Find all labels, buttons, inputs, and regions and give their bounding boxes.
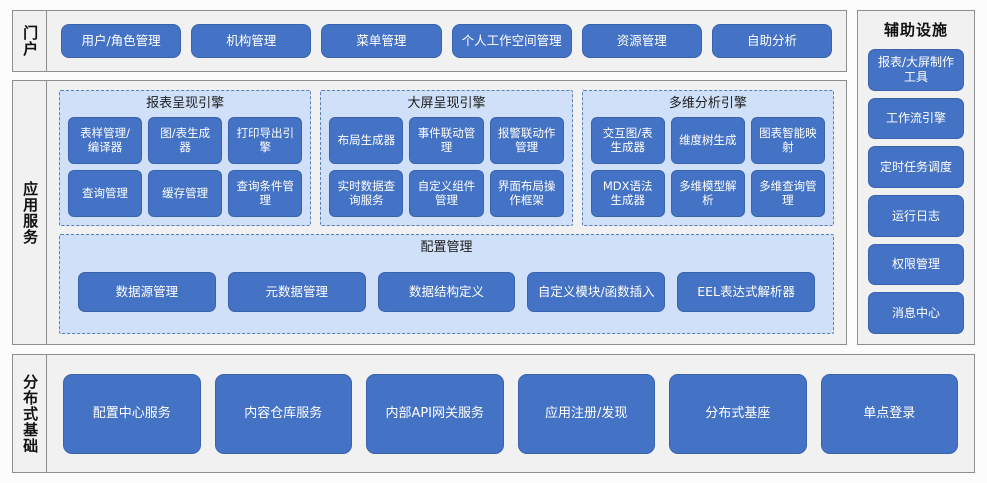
aux-item-message-center[interactable]: 消息中心 [868, 292, 964, 335]
engine-item-cache-management[interactable]: 缓存管理 [148, 169, 223, 217]
engine-item-realtime-data-query-service[interactable]: 实时数据查询服务 [329, 169, 404, 217]
base-item-single-sign-on[interactable]: 单点登录 [820, 373, 958, 454]
engine-group-title: 多维分析引擎 [668, 96, 747, 111]
config-item-datasource-management[interactable]: 数据源管理 [78, 271, 216, 312]
application-services-section-label: 应用服务 [13, 81, 47, 345]
config-item-list: 数据源管理 元数据管理 数据结构定义 自定义模块/函数插入 EEL表达式解析器 [70, 260, 823, 323]
engine-group-bigscreen-rendering: 大屏呈现引擎 布局生成器 事件联动管理 报警联动作管理 实时数据查询服务 自定义… [320, 90, 573, 226]
engine-item-custom-component-management[interactable]: 自定义组件管理 [409, 169, 484, 217]
engine-item-mdx-syntax-generator[interactable]: MDX语法生成器 [590, 169, 665, 217]
engine-item-grid: 布局生成器 事件联动管理 报警联动作管理 实时数据查询服务 自定义组件管理 界面… [329, 116, 564, 217]
engine-item-ui-layout-operation-framework[interactable]: 界面布局操作框架 [489, 169, 564, 217]
config-item-metadata-management[interactable]: 元数据管理 [227, 271, 366, 312]
engine-item-multidimensional-query-management[interactable]: 多维查询管理 [750, 169, 825, 217]
engines-row: 报表呈现引擎 表样管理/编译器 图/表生成器 打印导出引擎 查询管理 缓存管理 … [59, 90, 834, 226]
portal-item-user-role-management[interactable]: 用户/角色管理 [61, 24, 182, 58]
aux-item-scheduled-task-scheduling[interactable]: 定时任务调度 [868, 146, 964, 189]
portal-item-self-service-analysis[interactable]: 自助分析 [711, 24, 833, 58]
aux-item-permission-management[interactable]: 权限管理 [868, 243, 964, 286]
engine-item-event-linkage-management[interactable]: 事件联动管理 [409, 116, 484, 164]
engine-item-layout-generator[interactable]: 布局生成器 [329, 116, 404, 164]
config-item-data-structure-definition[interactable]: 数据结构定义 [377, 271, 516, 312]
engine-item-grid: 表样管理/编译器 图/表生成器 打印导出引擎 查询管理 缓存管理 查询条件管理 [68, 116, 303, 217]
distributed-base-section-label: 分布式基础 [13, 355, 47, 472]
portal-item-menu-management[interactable]: 菜单管理 [321, 24, 442, 58]
aux-item-workflow-engine[interactable]: 工作流引擎 [868, 97, 964, 140]
base-item-distributed-foundation[interactable]: 分布式基座 [669, 373, 807, 454]
config-item-eel-expression-parser[interactable]: EEL表达式解析器 [677, 271, 815, 312]
aux-facilities-section: 辅助设施 报表/大屏制作工具 工作流引擎 定时任务调度 运行日志 权限管理 消息… [857, 10, 975, 346]
base-item-app-registration-discovery[interactable]: 应用注册/发现 [517, 373, 655, 454]
upper-region: 门户 用户/角色管理 机构管理 菜单管理 个人工作空间管理 资源管理 自助分析 … [12, 10, 975, 346]
portal-item-org-management[interactable]: 机构管理 [191, 24, 312, 58]
engine-group-report-rendering: 报表呈现引擎 表样管理/编译器 图/表生成器 打印导出引擎 查询管理 缓存管理 … [59, 90, 312, 226]
engine-item-multidimensional-model-parsing[interactable]: 多维模型解析 [670, 169, 745, 217]
aux-facilities-title: 辅助设施 [883, 21, 948, 39]
engine-item-print-export-engine[interactable]: 打印导出引擎 [228, 116, 303, 164]
application-services-section: 应用服务 报表呈现引擎 表样管理/编译器 图/表生成器 打印导出引擎 查询管理 … [12, 80, 847, 346]
portal-item-list: 用户/角色管理 机构管理 菜单管理 个人工作空间管理 资源管理 自助分析 [47, 11, 846, 71]
portal-section-label: 门户 [13, 11, 47, 71]
engine-item-dimension-tree-generation[interactable]: 维度树生成 [670, 116, 745, 164]
config-management-title: 配置管理 [420, 239, 473, 255]
engine-group-title: 报表呈现引擎 [146, 96, 225, 111]
portal-item-personal-workspace-management[interactable]: 个人工作空间管理 [451, 24, 572, 58]
base-item-internal-api-gateway-service[interactable]: 内部API网关服务 [366, 373, 504, 454]
engine-item-grid: 交互图/表生成器 维度树生成 图表智能映射 MDX语法生成器 多维模型解析 多维… [590, 116, 825, 217]
engine-item-interactive-chart-table-generator[interactable]: 交互图/表生成器 [590, 116, 665, 164]
engine-item-template-management-compiler[interactable]: 表样管理/编译器 [68, 116, 143, 164]
aux-item-report-bigscreen-authoring-tool[interactable]: 报表/大屏制作工具 [868, 49, 964, 91]
distributed-base-item-list: 配置中心服务 内容仓库服务 内部API网关服务 应用注册/发现 分布式基座 单点… [47, 355, 974, 472]
engine-item-chart-smart-mapping[interactable]: 图表智能映射 [750, 116, 825, 164]
engine-item-query-condition-management[interactable]: 查询条件管理 [228, 169, 303, 217]
engine-item-query-management[interactable]: 查询管理 [68, 169, 143, 217]
engine-group-multidimensional-analysis: 多维分析引擎 交互图/表生成器 维度树生成 图表智能映射 MDX语法生成器 多维… [581, 90, 834, 226]
engine-item-chart-table-generator[interactable]: 图/表生成器 [148, 116, 223, 164]
engine-item-alarm-linkage-action-management[interactable]: 报警联动作管理 [489, 116, 564, 164]
aux-facilities-item-list: 报表/大屏制作工具 工作流引擎 定时任务调度 运行日志 权限管理 消息中心 [868, 49, 964, 335]
distributed-base-section: 分布式基础 配置中心服务 内容仓库服务 内部API网关服务 应用注册/发现 分布… [12, 354, 975, 473]
config-item-custom-module-function-insert[interactable]: 自定义模块/函数插入 [527, 271, 666, 312]
config-management-group: 配置管理 数据源管理 元数据管理 数据结构定义 自定义模块/函数插入 EEL表达… [59, 233, 834, 335]
base-item-content-repository-service[interactable]: 内容仓库服务 [214, 373, 352, 454]
engine-group-title: 大屏呈现引擎 [407, 96, 486, 111]
aux-item-runtime-log[interactable]: 运行日志 [868, 195, 964, 237]
portal-section: 门户 用户/角色管理 机构管理 菜单管理 个人工作空间管理 资源管理 自助分析 [12, 10, 847, 72]
portal-item-resource-management[interactable]: 资源管理 [581, 24, 702, 58]
base-item-config-center-service[interactable]: 配置中心服务 [63, 373, 201, 454]
application-services-body: 报表呈现引擎 表样管理/编译器 图/表生成器 打印导出引擎 查询管理 缓存管理 … [47, 81, 846, 344]
left-stack: 门户 用户/角色管理 机构管理 菜单管理 个人工作空间管理 资源管理 自助分析 … [12, 10, 847, 346]
